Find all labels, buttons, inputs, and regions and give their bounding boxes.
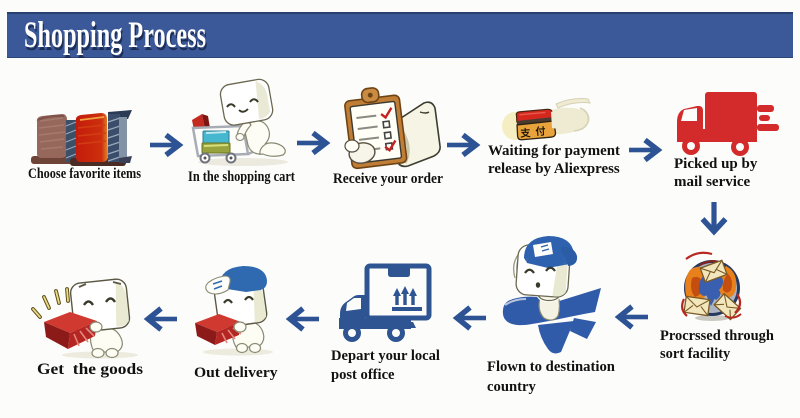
svg-text:支: 支 (519, 126, 532, 140)
svg-text:付: 付 (535, 124, 546, 138)
